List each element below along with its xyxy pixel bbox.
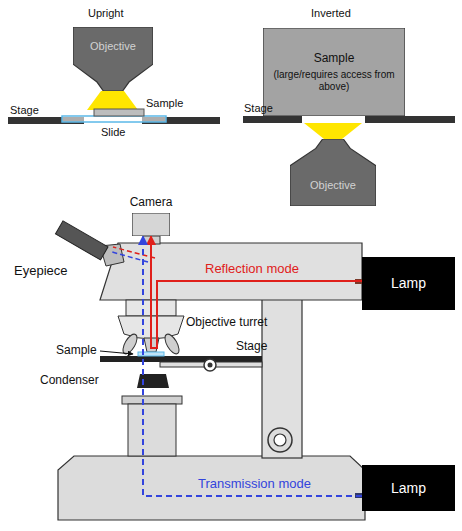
part-label: Sample [56,344,97,357]
node-title: Objective [90,40,136,53]
part-label: Eyepiece [14,264,67,278]
light-cone [87,91,138,110]
leader-line [100,351,133,354]
part-label: Stage [236,340,267,353]
mode-label: Reflection mode [205,262,299,276]
stage-holder [160,362,262,367]
camera-box-outline [132,213,170,236]
stage-knob-center [208,363,213,368]
objective-box-shape [73,27,153,91]
node-title: Lamp [391,275,426,291]
lamp-box: Lamp [362,257,455,310]
light-cone [304,123,362,139]
microscope-arm [262,298,302,458]
stage-bar [365,116,455,123]
lens-cap [122,396,182,404]
part-label: Inverted [311,7,351,19]
lower-pillar [128,404,176,456]
part-label: Stage [244,102,273,114]
sample-slide [138,352,164,356]
lamp-box-shape [362,257,455,310]
slide [62,116,166,122]
objective-box-outline [73,27,153,91]
objective-box: Objective [290,139,376,206]
light-path [151,236,362,348]
part-label: Sample [146,97,183,109]
focus-knob-center [274,434,286,446]
sample-box-shape [263,28,405,116]
turret-objective [162,332,182,356]
camera-box: Camera [132,213,170,236]
eyepiece-tube [55,221,108,260]
objective-box-outline [290,139,376,206]
beam-to-eyepiece [113,247,155,258]
node-note: (large/requires access from above) [271,69,397,92]
sample-piece [94,109,144,116]
node-title: Sample [314,52,355,66]
turret-objective [120,332,140,356]
part-label: Slide [101,126,125,138]
part-label: Upright [88,7,123,19]
node-title: Lamp [391,480,426,496]
focus-knob [268,428,292,452]
stage-knob [204,359,216,371]
objective-box-shape [290,139,376,206]
objective-box: Objective [73,27,153,91]
part-label: Condenser [40,374,99,387]
lamp-box: Lamp [362,465,455,511]
stage-plate [100,356,262,362]
node-title: Camera [130,196,173,210]
stage-bar [243,116,302,123]
part-label: Objective turret [186,316,267,329]
lamp-box-shape [362,465,455,511]
mode-label: Transmission mode [198,477,311,491]
part-label: Stage [10,104,39,116]
microscope-head [100,243,362,300]
condenser-body [137,374,169,388]
node-title: Objective [310,179,356,192]
camera-box-shape [132,213,170,236]
sample-box: Sample (large/requires access from above) [263,28,405,116]
light-path [143,236,362,496]
microscope-base [58,456,365,520]
